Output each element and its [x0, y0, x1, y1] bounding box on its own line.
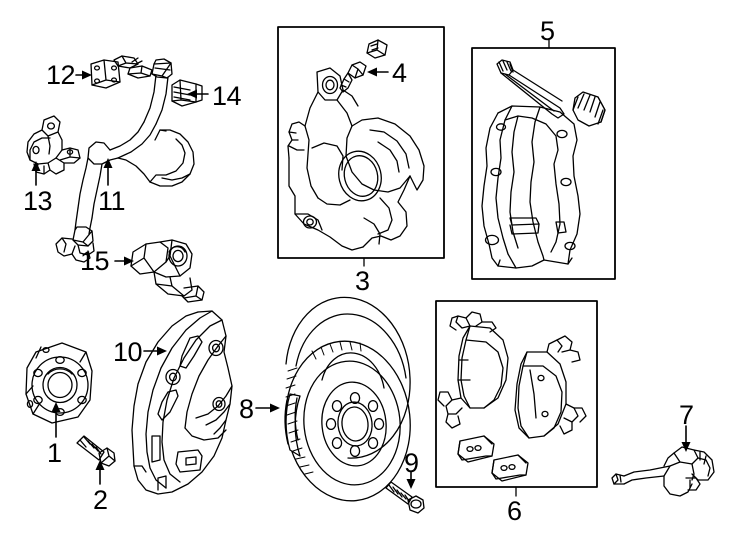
- callout-label-8: 8: [239, 394, 254, 424]
- part-guide-pin-boot: [572, 91, 606, 127]
- part-hose-bracket-clip: [90, 55, 153, 89]
- part-brake-pad-shim-left: [457, 435, 495, 463]
- callout-label-13: 13: [23, 186, 53, 216]
- part-caliper-guide-pin: [496, 59, 565, 119]
- part-brake-hydraulic-hose: [55, 58, 195, 263]
- callout-label-5: 5: [540, 16, 555, 46]
- part-brake-rotor: [284, 296, 411, 502]
- part-brake-pad-inner: [437, 311, 509, 429]
- panel-bracket-box: [471, 39, 616, 280]
- callout-label-14: 14: [212, 81, 242, 111]
- callout-label-10: 10: [113, 337, 143, 367]
- part-brake-pad-shim-right: [491, 454, 529, 482]
- callout-label-4: 4: [392, 58, 407, 88]
- part-caliper-mounting-bracket: [481, 105, 581, 269]
- callout-label-11: 11: [98, 186, 126, 216]
- callout-arrows: [31, 67, 691, 489]
- part-hose-mounting-bracket: [26, 115, 81, 175]
- callout-label-15: 15: [80, 246, 110, 276]
- part-rotor-retaining-screw: [385, 481, 425, 514]
- part-wheel-speed-sensor-harness: [611, 446, 715, 497]
- callout-label-2: 2: [93, 485, 108, 515]
- callout-label-12: 12: [46, 60, 76, 90]
- part-brake-pad-outer: [514, 335, 587, 439]
- part-brake-splash-shield: [131, 310, 233, 495]
- callout-label-1: 1: [47, 438, 62, 468]
- part-caliper-bleeder-screw: [339, 39, 388, 93]
- callout-label-3: 3: [355, 266, 370, 296]
- part-hose-retaining-clip: [171, 79, 203, 107]
- callout-label-6: 6: [507, 496, 522, 526]
- part-hub-mounting-bolt: [76, 435, 116, 467]
- panel-caliper-box: [277, 26, 445, 267]
- part-abs-wheel-speed-sensor: [130, 239, 205, 303]
- part-wheel-hub-bearing: [25, 342, 93, 424]
- part-brake-caliper: [287, 67, 425, 251]
- callout-label-9: 9: [404, 448, 419, 478]
- callout-label-7: 7: [679, 400, 694, 430]
